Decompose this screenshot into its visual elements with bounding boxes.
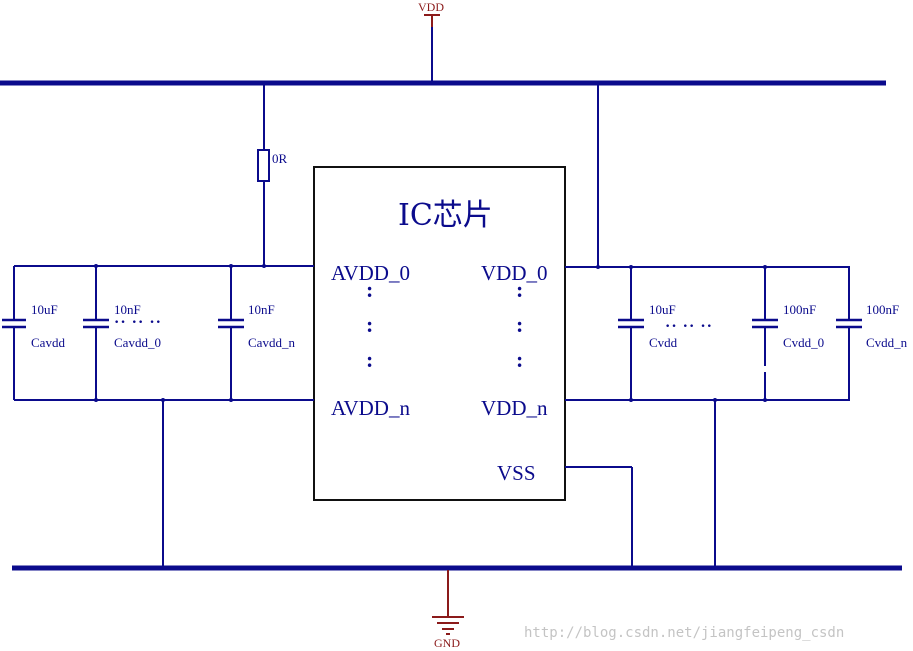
capacitor-cvdd: 10uF Cvdd [618,302,678,350]
cap-cvdd-0-name: Cvdd_0 [783,335,824,350]
right-ellipsis: ·· ·· ·· [665,318,713,335]
svg-text::: : [366,277,373,302]
ic-title: IC芯片 [398,198,493,233]
junction-dots [94,264,767,402]
pin-avdd-0: AVDD_0 [331,261,410,285]
vdd-label: VDD [418,0,444,14]
pin-vdd-n: VDD_n [481,396,548,420]
svg-text::: : [516,347,523,372]
pin-avdd-n: AVDD_n [331,396,410,420]
capacitor-cavdd-0: 10nF Cavdd_0 [83,302,161,350]
right-decoupling-network [565,266,850,568]
pin-vss: VSS [497,461,536,485]
svg-text::: : [366,347,373,372]
pin-vdd-0: VDD_0 [481,261,548,285]
svg-text::: : [366,312,373,337]
ic-body [313,166,566,501]
cap-cvdd-n-name: Cvdd_n [866,335,908,350]
capacitor-cavdd: 10uF Cavdd [2,302,65,350]
gnd-label: GND [434,636,460,650]
capacitor-cavdd-n: 10nF Cavdd_n [218,302,295,350]
gnd-symbol: GND [432,570,464,650]
resistor-label: 0R [272,151,288,166]
cap-cvdd-n-value: 100nF [866,302,899,317]
cap-cavdd-n-value: 10nF [248,302,275,317]
svg-text::: : [516,277,523,302]
cap-cvdd-name: Cvdd [649,335,678,350]
ic-vertical-dots: : : : : : : [366,277,523,372]
left-decoupling-network [13,265,314,568]
left-ellipsis: ·· ·· ·· [114,314,162,331]
vss-wire [565,466,633,568]
cap-cavdd-value: 10uF [31,302,58,317]
watermark-url: http://blog.csdn.net/jiangfeipeng_csdn [524,625,844,641]
resistor-0r: 0R [257,83,288,266]
capacitor-cvdd-n: 100nF Cvdd_n [836,302,908,350]
vdd-power-symbol: VDD [418,0,444,27]
cap-cavdd-name: Cavdd [31,335,65,350]
cap-cavdd-n-name: Cavdd_n [248,335,295,350]
capacitor-cvdd-0: 100nF Cvdd_0 [752,302,824,350]
cap-cavdd-0-value: 10nF [114,302,141,317]
cap-cvdd-value: 10uF [649,302,676,317]
svg-text::: : [516,312,523,337]
cap-cavdd-0-name: Cavdd_0 [114,335,161,350]
cap-cvdd-0-value: 100nF [783,302,816,317]
